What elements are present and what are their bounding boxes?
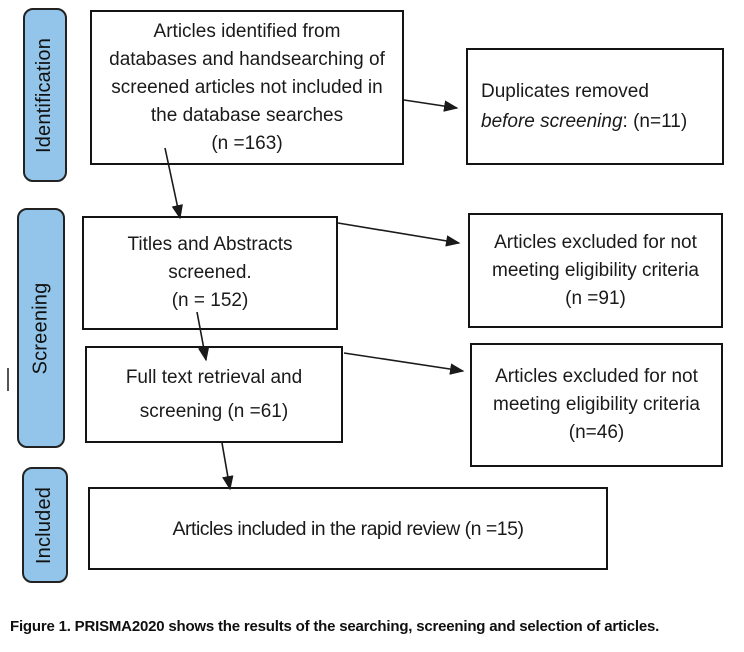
box-text-line: screened articles not included in	[111, 76, 383, 98]
stage-label-included: Included	[33, 486, 56, 564]
box-text-line: screening (n =61)	[139, 400, 289, 422]
box-text-line: screened.	[168, 262, 252, 283]
box-titles-abstracts-screened: Titles and Abstracts screened. (n = 152)	[82, 216, 338, 330]
box-text-line: databases and handsearching of	[109, 48, 385, 70]
box-fulltext-screening: Full text retrieval and screening (n =61…	[85, 346, 343, 443]
italic-phrase: before screening	[481, 110, 623, 132]
stray-tick-mark	[7, 368, 9, 391]
arrow-fulltext-to-excluded-46	[343, 352, 465, 375]
box-text-line: Duplicates removed	[481, 80, 649, 102]
box-count: : (n=11)	[622, 110, 688, 132]
stage-label-screening: Screening	[29, 282, 52, 374]
box-count: (n=46)	[568, 422, 625, 443]
stage-label-identification: Identification	[33, 37, 56, 153]
arrow-fulltext-to-included	[221, 442, 234, 491]
box-text-line: meeting eligibility criteria	[492, 259, 699, 281]
box-excluded-eligibility-91: Articles excluded for not meeting eligib…	[468, 213, 723, 328]
box-count: (n =91)	[565, 287, 626, 309]
box-text-line: Articles excluded for not	[495, 366, 698, 387]
box-text-line: before screening: (n=11)	[481, 107, 687, 137]
arrow-titles-to-excluded-91	[337, 222, 461, 247]
box-articles-included: Articles included in the rapid review (n…	[88, 487, 608, 570]
box-excluded-eligibility-46: Articles excluded for not meeting eligib…	[470, 343, 723, 467]
box-text-line: Full text retrieval and	[125, 366, 303, 388]
stage-bar-identification: Identification	[23, 8, 67, 182]
box-text-line: meeting eligibility criteria	[493, 394, 700, 415]
box-text-line: Titles and Abstracts	[127, 234, 293, 255]
stage-bar-included: Included	[22, 467, 68, 583]
box-text-line: Articles excluded for not	[494, 231, 697, 253]
box-text-line: Articles identified from	[153, 20, 341, 42]
box-text-line: the database searches	[150, 104, 344, 126]
stage-bar-screening: Screening	[17, 208, 65, 448]
figure-caption: Figure 1. PRISMA2020 shows the results o…	[10, 618, 660, 635]
box-count: (n =163)	[211, 132, 283, 154]
arrow-identified-to-duplicates	[403, 99, 459, 112]
box-articles-identified: Articles identified from databases and h…	[90, 10, 404, 165]
box-count: (n = 152)	[171, 290, 249, 311]
box-text-line: Articles included in the rapid review (n…	[172, 517, 524, 540]
box-duplicates-removed: Duplicates removed before screening: (n=…	[466, 48, 724, 165]
